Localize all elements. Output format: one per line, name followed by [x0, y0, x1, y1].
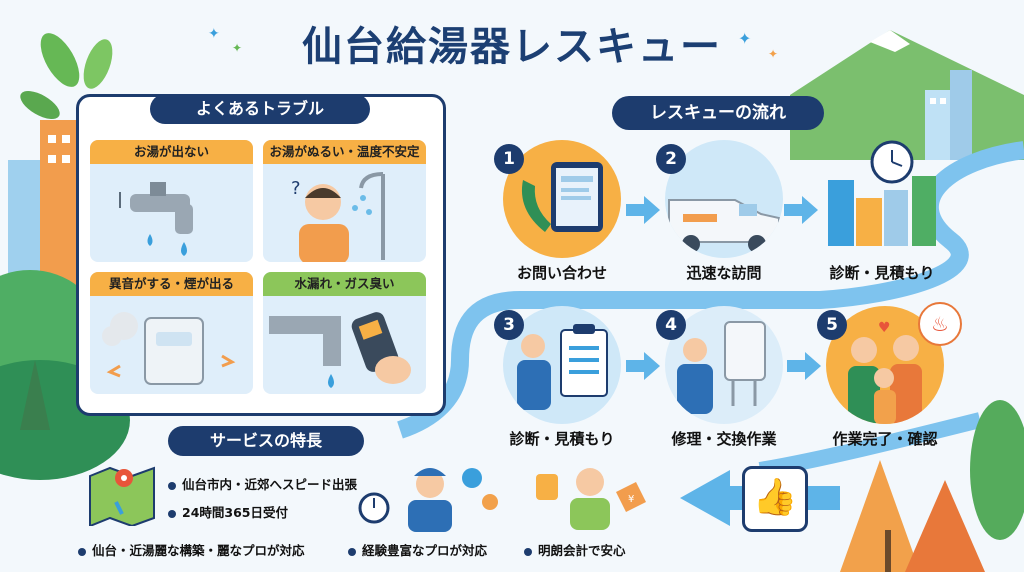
- step-number: 3: [494, 310, 524, 340]
- feature-label: 仙台・近湯麗な構築・麗なプロが対応: [92, 543, 305, 558]
- feature-label: 経験豊富なプロが対応: [362, 543, 488, 558]
- step-label: 迅速な訪問: [686, 264, 762, 282]
- step-number: 2: [656, 144, 686, 174]
- step-number: 4: [656, 310, 686, 340]
- feature-label: 24時間365日受付: [182, 505, 288, 520]
- trouble-card-lukewarm: お湯がぬるい・温度不安定 ?: [263, 140, 426, 262]
- arrow-right-icon: [784, 196, 818, 224]
- water-heater-smoke-icon: [102, 312, 236, 385]
- trouble-label: お湯がぬるい・温度不安定: [263, 140, 426, 164]
- svg-text:✦: ✦: [208, 26, 220, 42]
- step-label: 作業完了・確認: [832, 430, 938, 448]
- family-icon: ♥: [848, 320, 922, 424]
- arrow-right-icon: [626, 352, 660, 380]
- flow-heading: レスキューの流れ: [612, 96, 824, 130]
- step-label: 診断・見積もり: [829, 264, 935, 282]
- trouble-label: 水漏れ・ガス臭い: [263, 272, 426, 296]
- step-number: 5: [817, 310, 847, 340]
- step-label: 修理・交換作業: [671, 430, 777, 448]
- price-tag-person-icon: ¥: [536, 468, 646, 530]
- trouble-card-no-hot-water: お湯が出ない: [90, 140, 253, 262]
- feature-item: 仙台・近湯麗な構築・麗なプロが対応: [78, 540, 305, 559]
- arrow-right-icon: [626, 196, 660, 224]
- svg-text:♥: ♥: [878, 320, 891, 336]
- svg-text:?: ?: [291, 178, 301, 199]
- feature-item: 明朗会計で安心: [524, 540, 626, 559]
- trouble-label: お湯が出ない: [90, 140, 253, 164]
- trouble-card-noise-smoke: 異音がする・煙が出る: [90, 272, 253, 394]
- svg-text:✦: ✦: [232, 41, 242, 55]
- step-label: お問い合わせ: [516, 264, 607, 282]
- step-number: 1: [494, 144, 524, 174]
- city-clock-icon: [828, 140, 936, 246]
- trouble-card-leak-gas: 水漏れ・ガス臭い: [263, 272, 426, 394]
- clipboard-worker-icon: [517, 324, 608, 410]
- flame-badge-icon: ♨: [918, 302, 962, 346]
- arrow-right-icon: [787, 352, 821, 380]
- step-label: 診断・見積もり: [509, 430, 615, 448]
- page-title: 仙台給湯器レスキュー: [302, 24, 722, 70]
- svg-text:✦: ✦: [738, 29, 751, 48]
- feature-label: 明朗会計で安心: [538, 543, 626, 558]
- faucet-icon: [119, 182, 193, 256]
- confused-person-icon: ?: [291, 172, 385, 262]
- feature-item: 24時間365日受付: [168, 502, 288, 521]
- feature-item: 仙台市内・近郊へスピード出張: [168, 474, 357, 493]
- troubles-heading: よくあるトラブル: [150, 94, 370, 124]
- tablet-phone-icon: [521, 162, 603, 232]
- features-heading: サービスの特長: [168, 426, 364, 456]
- worker-gears-icon: [358, 468, 498, 532]
- step-city-image: [818, 140, 942, 250]
- thumbs-up-icon: 👍: [742, 466, 808, 532]
- map-pin-icon: [89, 466, 155, 526]
- feature-item: 経験豊富なプロが対応: [348, 540, 487, 559]
- feature-label: 仙台市内・近郊へスピード出張: [182, 477, 358, 492]
- trouble-label: 異音がする・煙が出る: [90, 272, 253, 296]
- svg-text:✦: ✦: [768, 47, 778, 61]
- repair-worker-icon: [677, 321, 766, 414]
- svg-text:¥: ¥: [628, 494, 634, 505]
- leaking-pipe-icon: [269, 312, 411, 388]
